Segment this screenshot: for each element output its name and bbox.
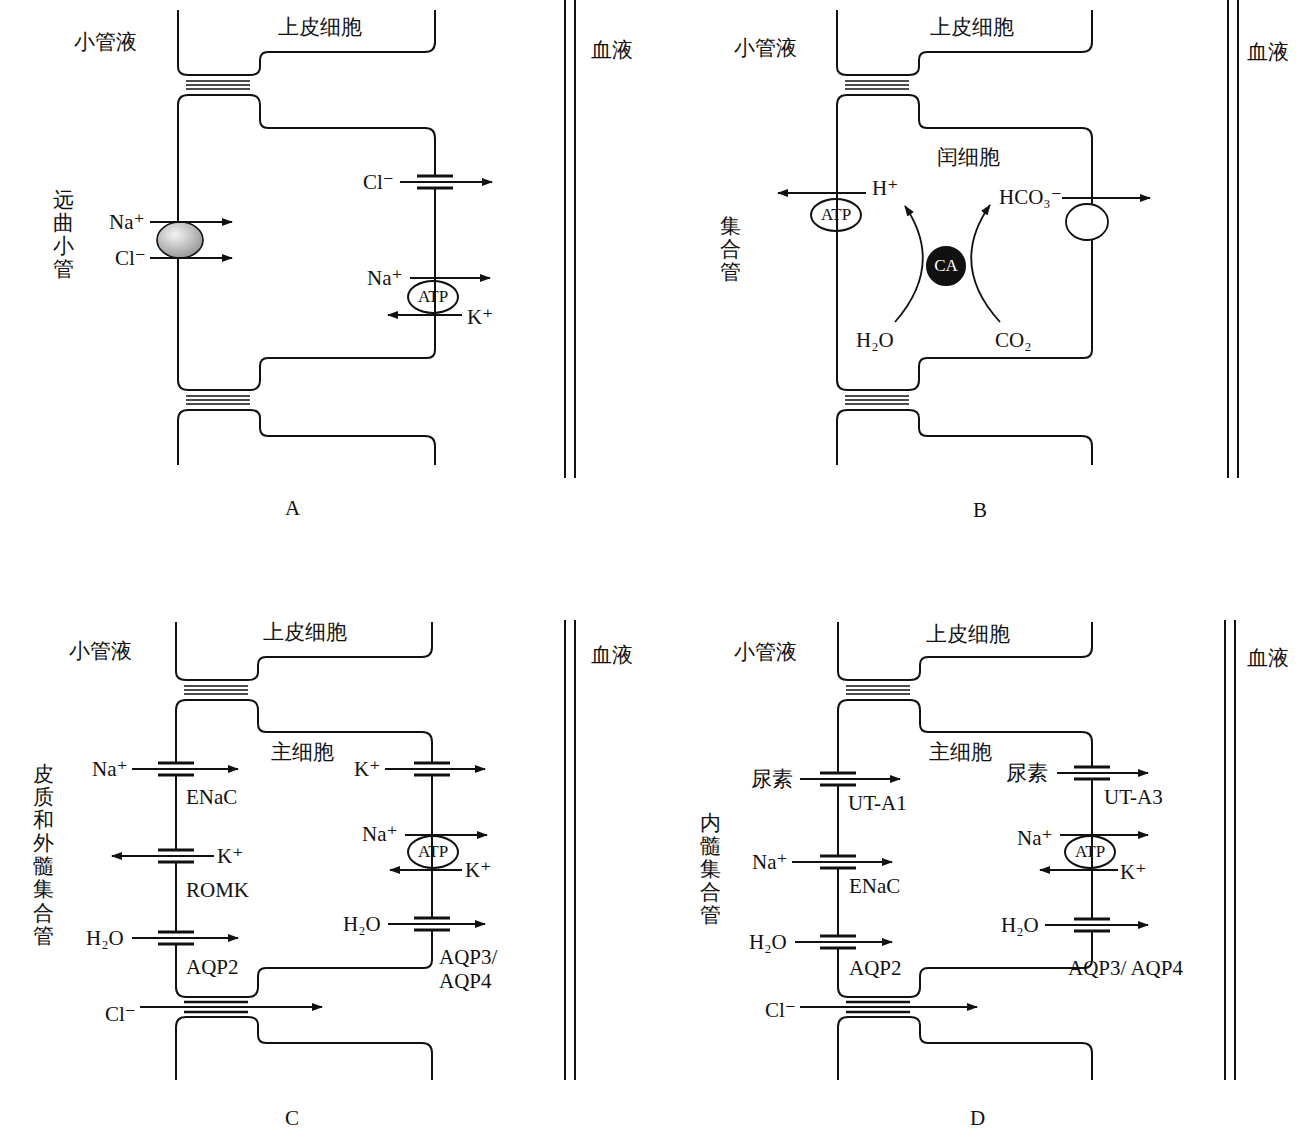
node-text: ATP bbox=[418, 842, 448, 862]
text-label: H⁺ bbox=[872, 176, 898, 200]
text-label: Cl⁻ bbox=[115, 246, 146, 270]
membrane-channels bbox=[158, 176, 1110, 948]
text-label: Cl⁻ bbox=[765, 998, 796, 1022]
text-label: K⁺ bbox=[467, 305, 493, 329]
text-label: B bbox=[973, 498, 987, 522]
text-label: UT-A3 bbox=[1104, 785, 1163, 809]
text-label: Na⁺ bbox=[362, 822, 398, 846]
text-label: K⁺ bbox=[217, 844, 243, 868]
text-label: Na⁺ bbox=[92, 757, 128, 781]
text-label: 小管液 bbox=[74, 30, 137, 54]
text-label: ENaC bbox=[849, 874, 900, 898]
text-label: H₂O bbox=[1001, 913, 1039, 937]
text-label: K⁺ bbox=[354, 757, 380, 781]
text-label: 血液 bbox=[1247, 646, 1289, 670]
text-label: Na⁺ bbox=[1017, 826, 1053, 850]
text-label: K⁺ bbox=[465, 858, 491, 882]
segment-name: 皮质和外髓集合管 bbox=[33, 763, 54, 948]
text-label: UT-A1 bbox=[848, 791, 907, 815]
text-label: Na⁺ bbox=[109, 210, 145, 234]
text-label: Na⁺ bbox=[752, 850, 788, 874]
text-label: 上皮细胞 bbox=[930, 15, 1014, 39]
text-label: 小管液 bbox=[734, 36, 797, 60]
text-label: H₂O bbox=[749, 930, 787, 954]
text-label: 闰细胞 bbox=[937, 145, 1000, 169]
cell-outlines bbox=[176, 10, 1092, 1080]
text-label: A bbox=[285, 496, 300, 520]
tight-junctions bbox=[184, 81, 910, 694]
text-label: K⁺ bbox=[1120, 860, 1146, 884]
segment-name: 内髓集合管 bbox=[700, 812, 721, 927]
text-label: ROMK bbox=[186, 878, 249, 902]
text-label: D bbox=[970, 1106, 985, 1130]
text-label: 尿素 bbox=[751, 767, 793, 791]
node-text: ATP bbox=[821, 205, 851, 225]
text-label: 上皮细胞 bbox=[263, 620, 347, 644]
text-label: H₂O bbox=[86, 926, 124, 950]
node-text: CA bbox=[934, 256, 958, 276]
segment-name: 远曲小管 bbox=[53, 189, 74, 281]
transport-arrows bbox=[112, 182, 1150, 1007]
text-label: AQP3/ AQP4 bbox=[1068, 956, 1183, 980]
text-label: 血液 bbox=[591, 643, 633, 667]
enzyme-circle: CA bbox=[926, 246, 966, 286]
text-label: 上皮细胞 bbox=[278, 15, 362, 39]
exchanger-symbol bbox=[1066, 204, 1108, 240]
text-label: Cl⁻ bbox=[105, 1002, 136, 1026]
text-label: H₂O bbox=[856, 328, 894, 352]
text-label: 主细胞 bbox=[929, 740, 992, 764]
text-label: CO₂ bbox=[995, 328, 1032, 352]
text-label: AQP2 bbox=[186, 955, 239, 979]
pump-ellipse: ATP bbox=[810, 198, 862, 232]
text-label: ENaC bbox=[186, 785, 237, 809]
segment-name: 集合管 bbox=[720, 215, 741, 284]
text-label: AQP3/ AQP4 bbox=[439, 945, 501, 993]
text-label: Na⁺ bbox=[367, 266, 403, 290]
text-label: C bbox=[285, 1106, 299, 1130]
pump-ellipse: ATP bbox=[1064, 835, 1116, 869]
pump-ellipse: ATP bbox=[407, 280, 459, 314]
text-label: AQP2 bbox=[849, 956, 902, 980]
text-label: 血液 bbox=[1247, 40, 1289, 64]
cotransporter-symbol bbox=[157, 222, 203, 258]
text-label: HCO₃⁻ bbox=[999, 185, 1062, 209]
text-label: 主细胞 bbox=[271, 740, 334, 764]
text-label: 小管液 bbox=[69, 639, 132, 663]
node-text: ATP bbox=[418, 287, 448, 307]
text-label: 上皮细胞 bbox=[926, 622, 1010, 646]
pump-ellipse: ATP bbox=[407, 835, 459, 869]
text-label: Cl⁻ bbox=[363, 170, 394, 194]
node-text: ATP bbox=[1075, 842, 1105, 862]
text-label: 血液 bbox=[591, 38, 633, 62]
text-label: 小管液 bbox=[734, 640, 797, 664]
blood-vessel-wall bbox=[565, 0, 1238, 1080]
text-label: H₂O bbox=[343, 912, 381, 936]
text-label: 尿素 bbox=[1006, 761, 1048, 785]
